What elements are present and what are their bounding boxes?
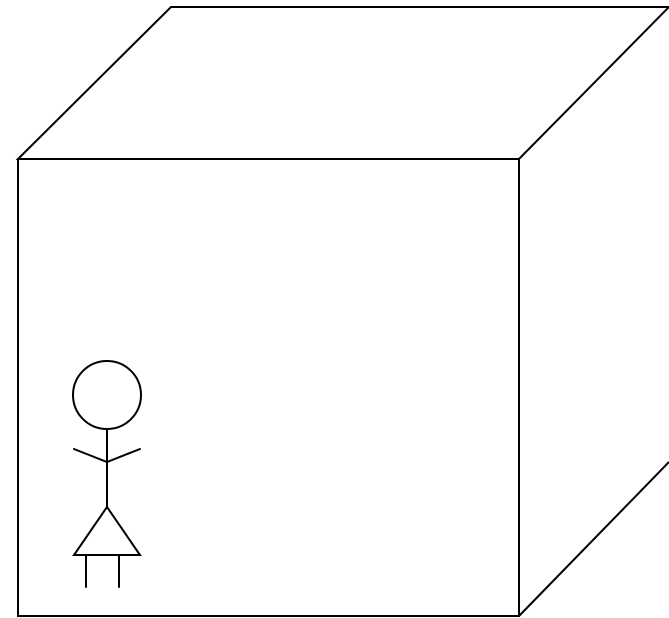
cube-with-figure-diagram [0, 0, 669, 618]
canvas-background [0, 0, 669, 618]
